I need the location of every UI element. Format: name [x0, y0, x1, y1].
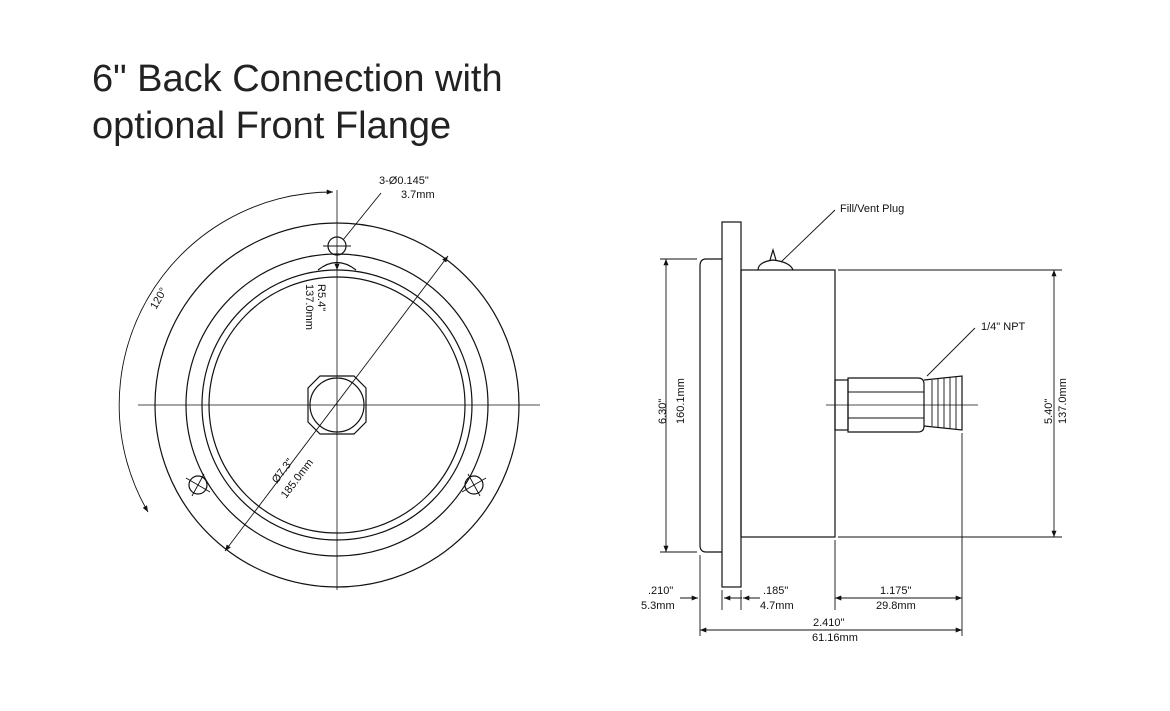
height-left-line-1: 6.30": [657, 399, 669, 424]
page-title: 6" Back Connection with optional Front F…: [92, 56, 503, 150]
front-flange: [721, 221, 742, 588]
height-right-line-2: 137.0mm: [1057, 378, 1069, 424]
bolt-hole-right: [461, 473, 487, 497]
dim-b-line-2: 4.7mm: [760, 600, 794, 612]
side-view: Fill/Vent Plug 1/4" NPT 6.30" 160.1mm 5.…: [641, 203, 1069, 644]
fill-vent-label: Fill/Vent Plug: [840, 203, 904, 215]
hole-leader-line: [342, 192, 382, 241]
dim-a-line-2: 5.3mm: [641, 600, 675, 612]
dim-c-line-2: 29.8mm: [876, 600, 916, 612]
radius-label-line-2: 137.0mm: [303, 284, 315, 330]
bezel-outline: [699, 258, 722, 553]
case-body: [740, 269, 836, 538]
height-left-line-2: 160.1mm: [675, 378, 687, 424]
front-view: 3-Ø0.145" 3.7mm R5.4" 137.0mm 120° Ø7.3"…: [118, 175, 540, 590]
hole-callout-line-2: 3.7mm: [401, 189, 435, 201]
thread-lines: [931, 377, 957, 429]
bolt-hole-left: [185, 473, 211, 497]
dim-c-line-1: 1.175": [880, 585, 912, 597]
dim-b-line-1: .185": [763, 585, 788, 597]
angle-label: 120°: [148, 286, 170, 312]
diameter-dimension-line: [224, 255, 449, 552]
fill-vent-plug: [757, 259, 794, 271]
fill-vent-tip: [769, 247, 777, 261]
npt-leader: [926, 327, 976, 377]
dim-a-line-1: .210": [648, 585, 673, 597]
dim-total-line-2: 61.16mm: [812, 632, 858, 644]
fill-vent-leader: [780, 209, 836, 263]
npt-label: 1/4" NPT: [981, 321, 1026, 333]
radius-label-line-1: R5.4": [315, 284, 327, 311]
hole-callout-line-1: 3-Ø0.145": [379, 175, 429, 187]
npt-thread: [923, 375, 963, 431]
title-line-2: optional Front Flange: [92, 105, 452, 147]
height-right-line-1: 5.40": [1043, 399, 1055, 424]
title-line-1: 6" Back Connection with: [92, 58, 503, 100]
dim-total-line-1: 2.410": [813, 617, 845, 629]
angle-arc: [118, 189, 334, 513]
